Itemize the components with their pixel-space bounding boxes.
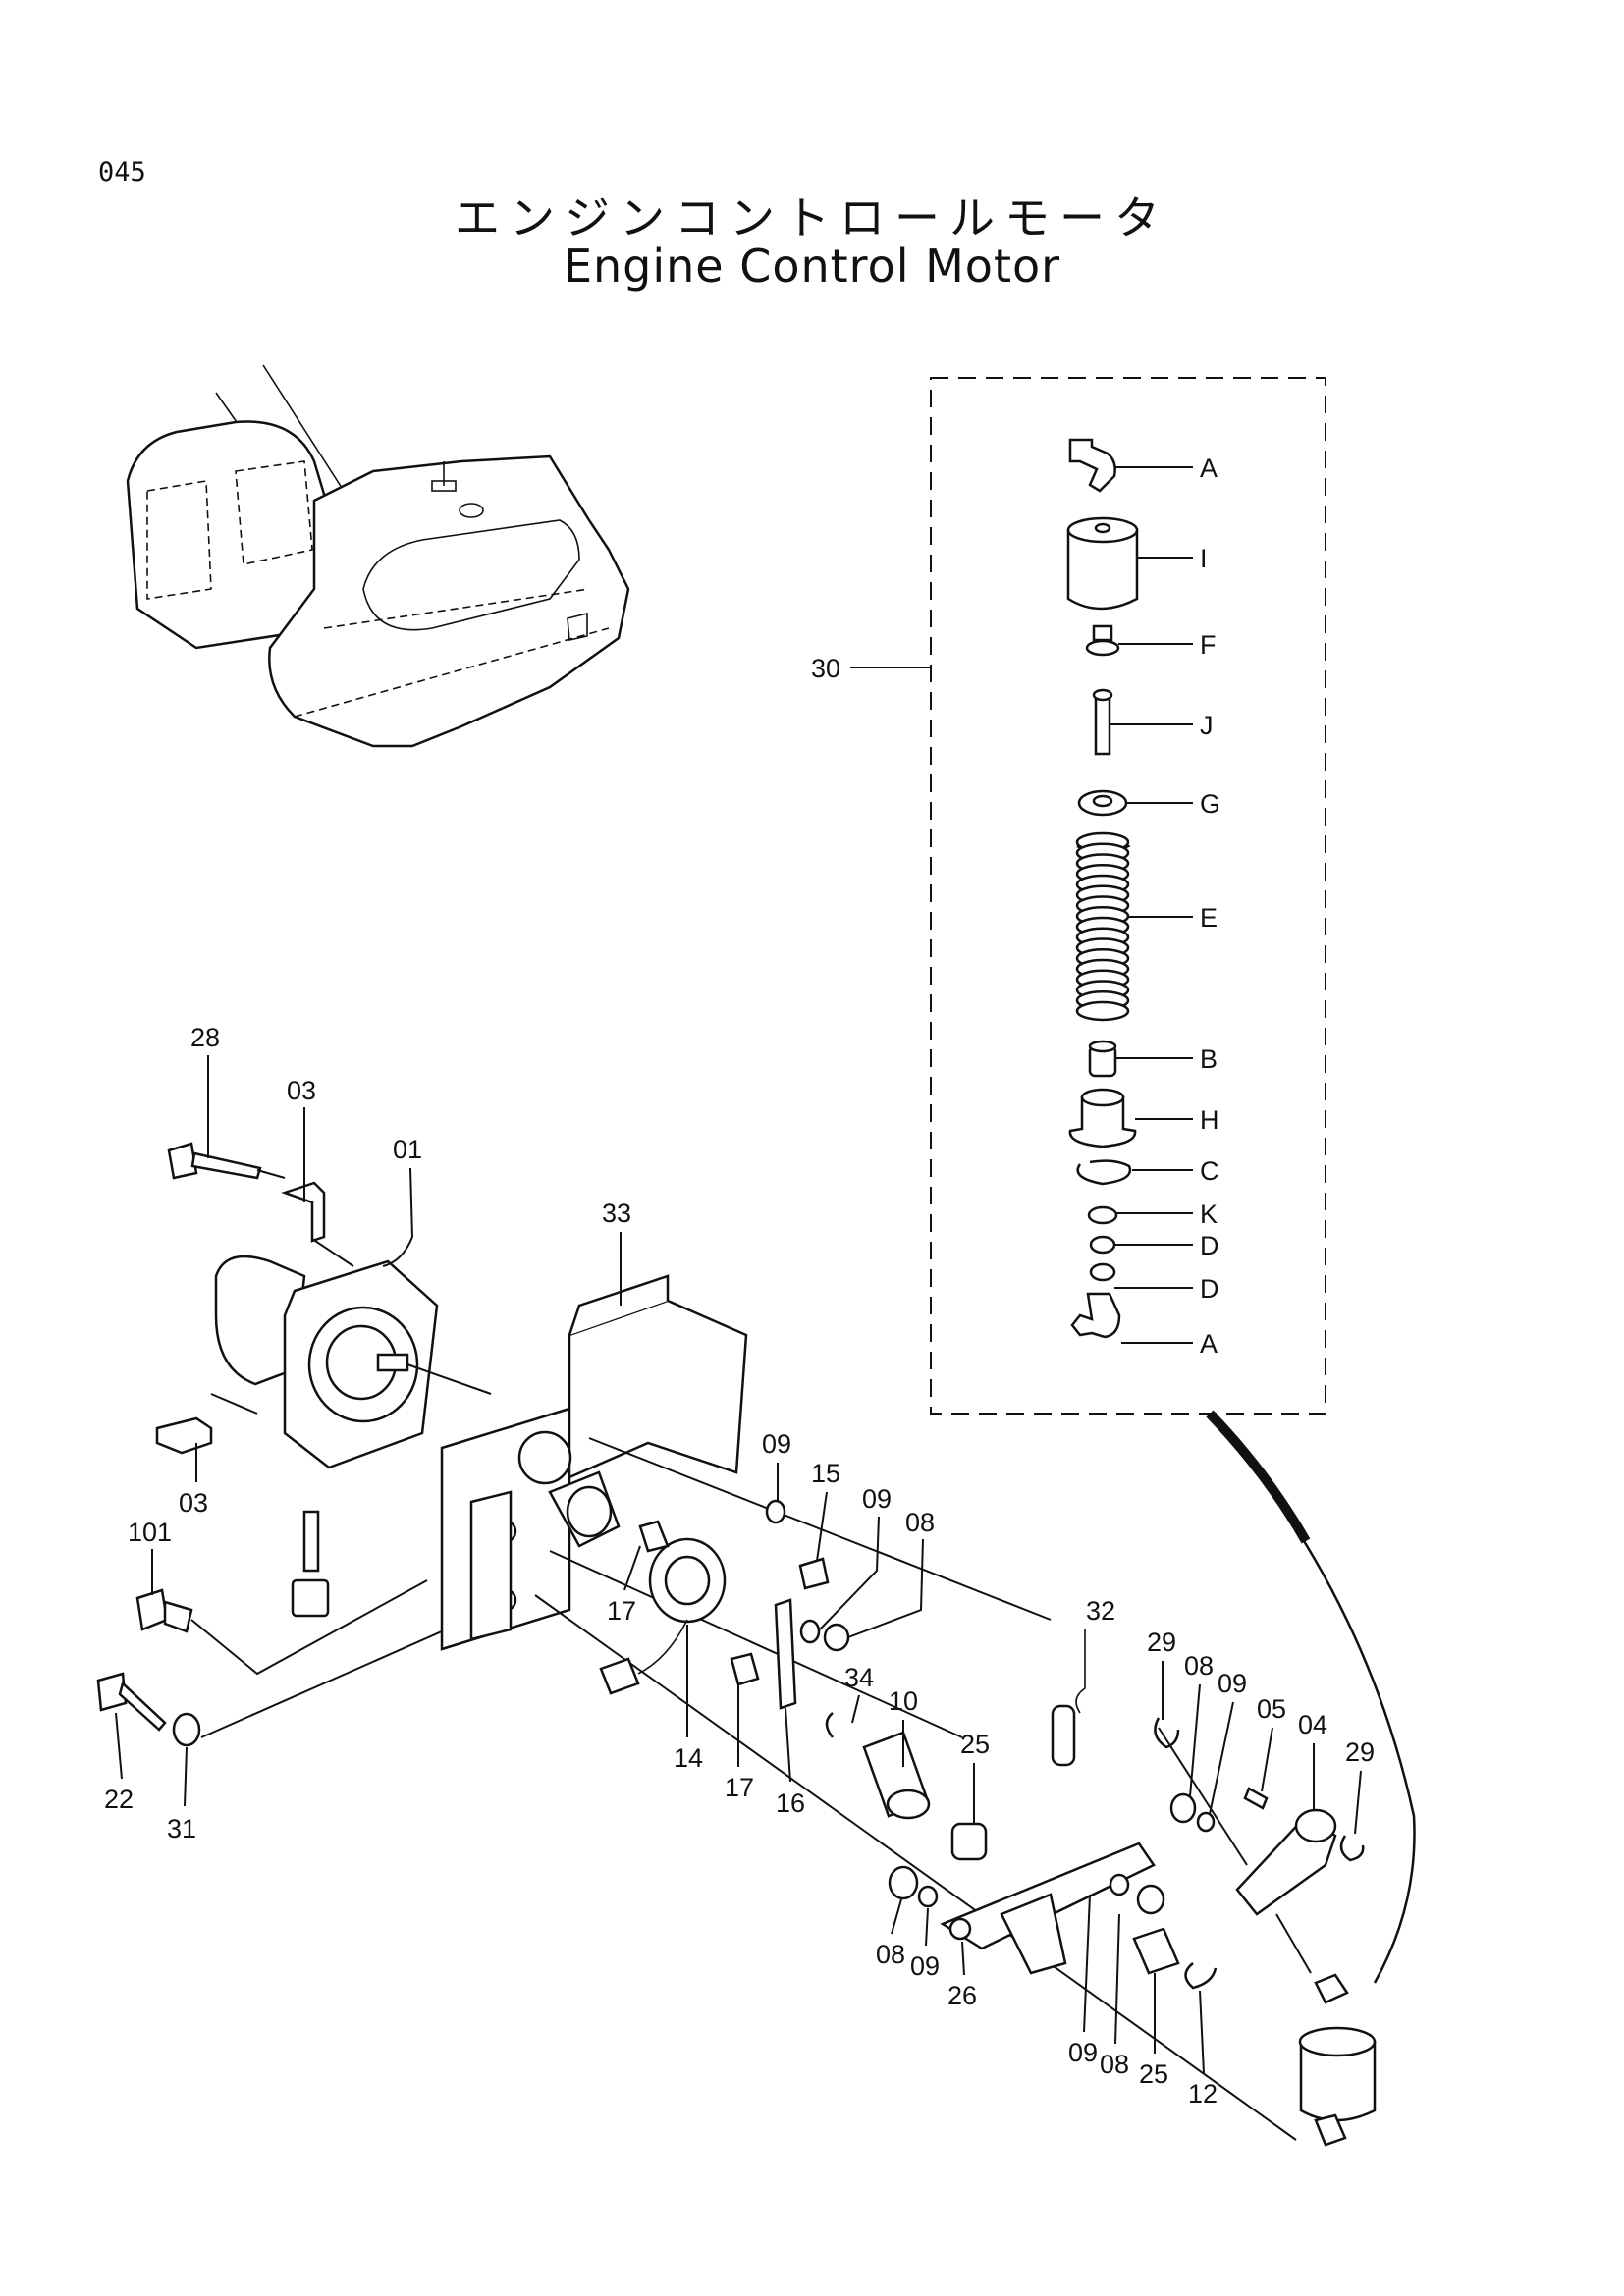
part-label: 15 [811,1459,840,1488]
sub-part-label-j: J [1200,711,1214,740]
assembly-30-connector-curve [1209,1413,1416,1984]
part-label: 03 [287,1076,316,1105]
part-label: 09 [862,1484,892,1514]
part-label: 09 [1218,1669,1247,1698]
main-exploded-assembly [96,1142,1377,2147]
part-label: 09 [1068,2038,1098,2067]
spring-e [1075,831,1130,1022]
page-title-english: Engine Control Motor [563,240,1061,293]
sub-part-label-c: C [1200,1156,1219,1186]
sub-part-label-g: G [1200,789,1220,819]
part-label: 10 [889,1686,918,1716]
assembly-30-letter-labels: A I F J G E B H C K D D A [1200,454,1220,1359]
part-label: 08 [1100,2050,1129,2079]
part-label: 14 [674,1743,703,1773]
part-label: 29 [1147,1628,1176,1657]
part-label: 34 [844,1663,874,1692]
part-label: 101 [128,1518,172,1547]
part-label: 28 [190,1023,220,1052]
part-label: 31 [167,1814,196,1843]
sub-part-label-f: F [1200,630,1217,660]
part-label: 09 [910,1951,940,1981]
page-number: 045 [98,157,146,187]
sub-part-label-a-top: A [1200,454,1218,483]
part-label: 25 [1139,2059,1168,2089]
part-label: 25 [960,1730,990,1759]
part-label: 17 [725,1773,754,1802]
excavator-location-sketch [126,364,630,748]
sub-part-label-d-lower: D [1200,1274,1219,1304]
part-label: 08 [905,1508,935,1537]
part-label: 09 [762,1429,791,1459]
sub-part-label-i: I [1200,544,1208,573]
part-label: 26 [947,1981,977,2010]
part-label: 33 [602,1199,631,1228]
assembly-30-leaders [1110,466,1193,1344]
part-label: 17 [607,1596,636,1626]
sub-part-label-b: B [1200,1044,1218,1074]
part-label: 05 [1257,1694,1286,1724]
part-label: 29 [1345,1737,1375,1767]
part-label: 08 [1184,1651,1214,1681]
part-number-labels: 28 03 01 33 03 101 22 31 09 15 09 08 17 … [104,1023,1375,2109]
sub-part-label-e: E [1200,903,1218,933]
assembly-label-30: 30 [811,654,840,683]
assembly-30-box [930,377,1326,1415]
spring-coil [1075,1000,1130,1022]
part-label: 01 [393,1135,422,1164]
sub-part-label-h: H [1200,1105,1219,1135]
page-title-japanese: エンジンコントロールモータ [455,191,1169,244]
part-label: 04 [1298,1710,1327,1739]
part-label: 08 [876,1940,905,1969]
part-label: 16 [776,1789,805,1818]
part-label: 22 [104,1785,134,1814]
sub-part-label-k: K [1200,1200,1218,1229]
sub-part-label-d-upper: D [1200,1231,1219,1260]
part-label: 32 [1086,1596,1115,1626]
sub-part-label-a-bottom: A [1200,1329,1218,1359]
part-label: 12 [1188,2079,1218,2109]
part-label: 03 [179,1488,208,1518]
